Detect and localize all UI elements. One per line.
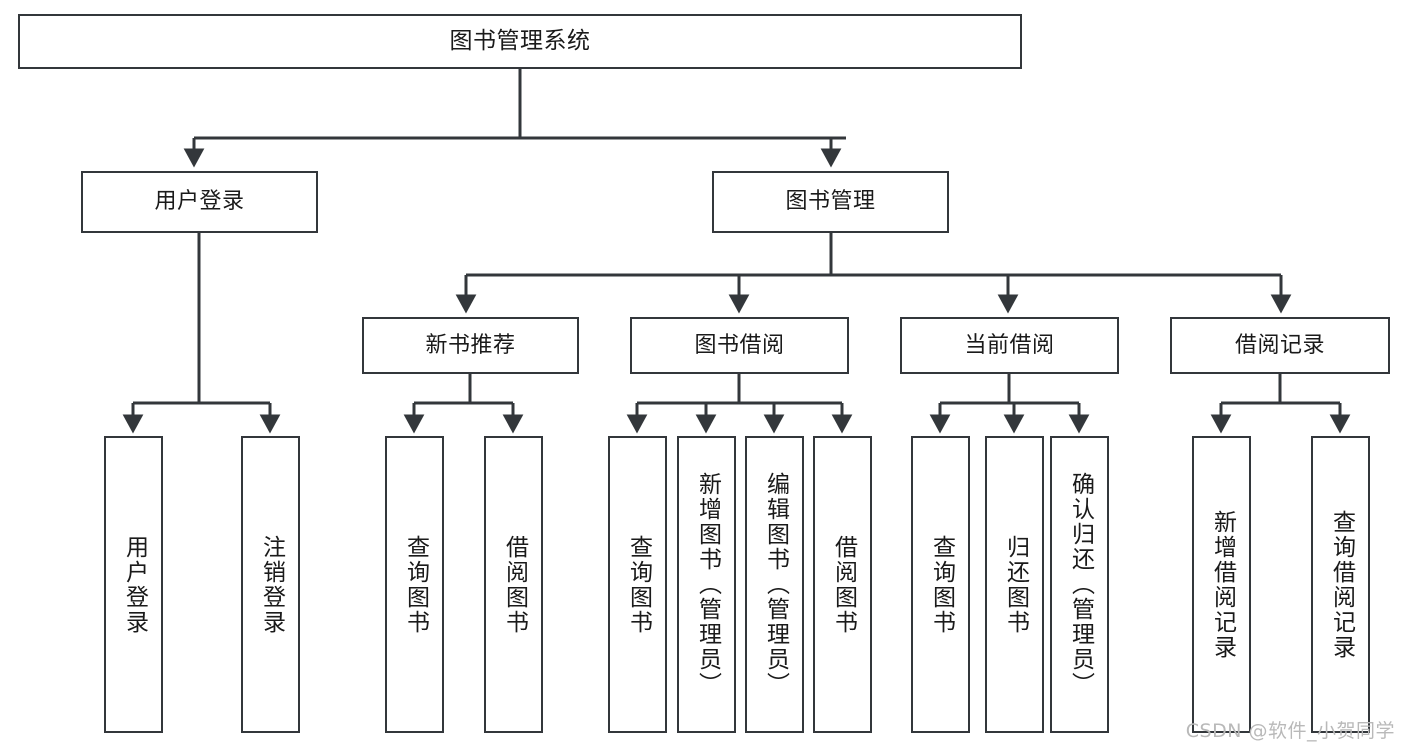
- node-label: 当前借阅: [964, 332, 1055, 358]
- node-label: 查询图书: [928, 534, 955, 635]
- node-label: 用户登录: [121, 534, 148, 635]
- node-label: 用户登录: [154, 189, 245, 215]
- node-label: 归还图书: [1002, 534, 1029, 635]
- node-borrow-record[interactable]: 借阅记录: [1170, 317, 1390, 374]
- node-label: 查询借阅记录: [1328, 509, 1355, 660]
- leaf-edit-book-admin[interactable]: 编辑图书（管理员）: [745, 436, 804, 733]
- node-current-borrow[interactable]: 当前借阅: [900, 317, 1119, 374]
- node-label: 图书管理: [785, 189, 876, 215]
- node-label: 借阅记录: [1234, 332, 1325, 358]
- leaf-query-book-borrow[interactable]: 查询图书: [608, 436, 667, 733]
- leaf-query-book-current[interactable]: 查询图书: [911, 436, 970, 733]
- node-label: 借阅图书: [501, 534, 528, 635]
- node-label: 编辑图书（管理员）: [762, 472, 789, 697]
- node-book-management[interactable]: 图书管理: [712, 171, 949, 233]
- node-label: 新增图书（管理员）: [694, 472, 721, 697]
- node-label: 借阅图书: [830, 534, 857, 635]
- leaf-query-book-recommend[interactable]: 查询图书: [385, 436, 444, 733]
- node-new-book-recommend[interactable]: 新书推荐: [362, 317, 579, 374]
- node-user-login[interactable]: 用户登录: [81, 171, 318, 233]
- leaf-borrow-book-recommend[interactable]: 借阅图书: [484, 436, 543, 733]
- watermark: CSDN @软件_小贺同学: [1185, 720, 1395, 742]
- leaf-return-book[interactable]: 归还图书: [985, 436, 1044, 733]
- node-label: 查询图书: [402, 534, 429, 635]
- node-label: 新书推荐: [425, 332, 516, 358]
- node-label: 确认归还（管理员）: [1067, 472, 1094, 697]
- leaf-add-book-admin[interactable]: 新增图书（管理员）: [677, 436, 736, 733]
- node-label: 注销登录: [258, 534, 285, 635]
- leaf-user-login[interactable]: 用户登录: [104, 436, 163, 733]
- leaf-query-borrow-record[interactable]: 查询借阅记录: [1311, 436, 1370, 733]
- node-label: 图书借阅: [694, 332, 785, 358]
- node-root-system[interactable]: 图书管理系统: [18, 14, 1022, 69]
- node-label: 图书管理系统: [449, 27, 591, 54]
- leaf-confirm-return-admin[interactable]: 确认归还（管理员）: [1050, 436, 1109, 733]
- node-label: 新增借阅记录: [1209, 509, 1236, 660]
- node-label: 查询图书: [625, 534, 652, 635]
- node-book-borrow[interactable]: 图书借阅: [630, 317, 849, 374]
- leaf-borrow-book[interactable]: 借阅图书: [813, 436, 872, 733]
- leaf-logout[interactable]: 注销登录: [241, 436, 300, 733]
- leaf-add-borrow-record[interactable]: 新增借阅记录: [1192, 436, 1251, 733]
